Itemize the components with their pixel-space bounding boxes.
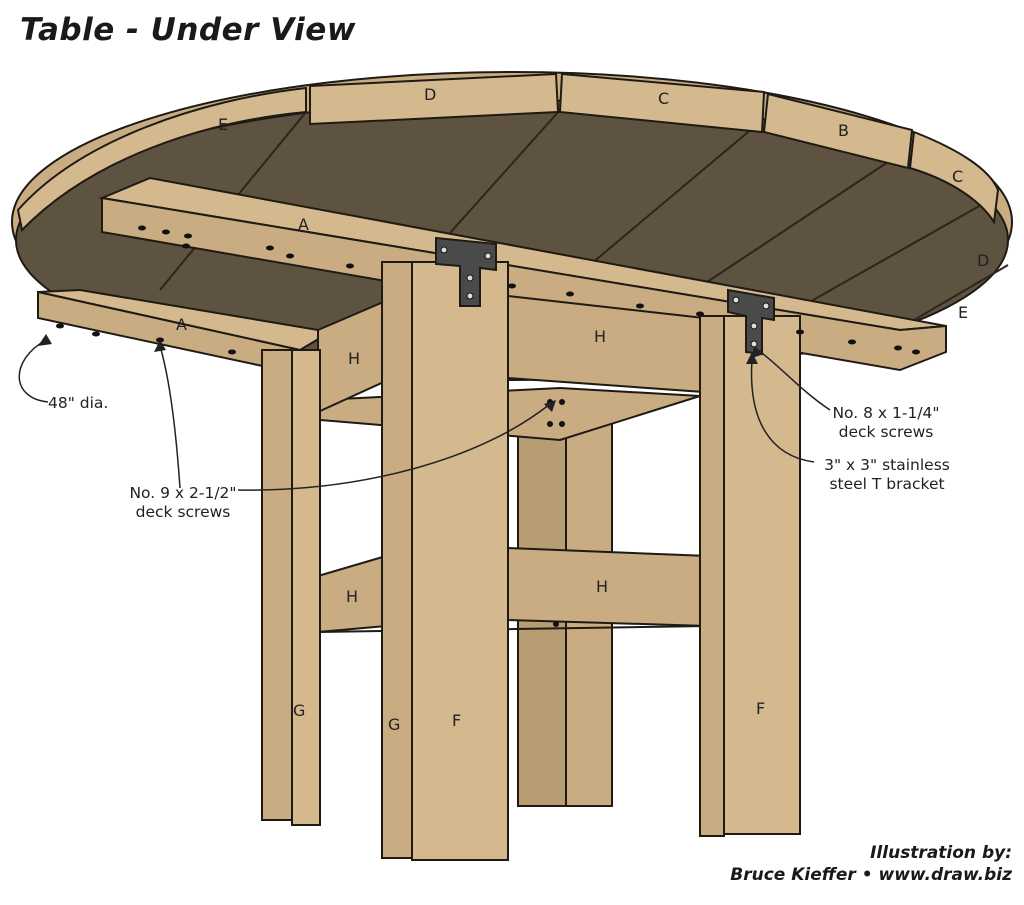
credit-line: Illustration by: — [870, 843, 1012, 863]
leader-screws-large-b — [159, 345, 181, 489]
part-label: H — [348, 349, 360, 368]
callout-line: No. 8 x 1-1/4" — [832, 404, 940, 422]
callout-line: 3" x 3" stainless — [824, 456, 950, 474]
part-label: G — [293, 701, 305, 720]
rim-band — [309, 72, 560, 126]
leader-arrowheads — [38, 334, 764, 412]
upper-rails — [317, 294, 705, 414]
leg-right-f — [699, 315, 725, 837]
callout-line: No. 9 x 2-1/2" — [129, 484, 237, 502]
part-label: E — [958, 303, 968, 322]
part-label: H — [594, 327, 606, 346]
part-label: F — [452, 711, 461, 730]
credit-line: Bruce Kieffer • www.draw.biz — [730, 865, 1012, 885]
page-title: Table - Under View — [20, 12, 356, 48]
rim-band — [908, 130, 1000, 225]
leg-center-f — [411, 261, 509, 861]
leg-front-left-g-side — [291, 349, 321, 826]
part-label: A — [298, 215, 309, 234]
leg-front-left-g — [261, 349, 293, 821]
front-legs — [261, 261, 801, 861]
part-label: D — [977, 251, 989, 270]
rim-band — [762, 92, 914, 170]
part-label: C — [658, 89, 669, 108]
callout-deck-screws-large: No. 9 x 2-1/2" deck screws — [118, 484, 248, 522]
leader-lines — [18, 339, 831, 491]
leader-diameter — [18, 339, 49, 403]
lower-rails — [317, 546, 709, 634]
part-label: E — [218, 115, 228, 134]
part-label: D — [424, 85, 436, 104]
t-bracket-center — [435, 236, 497, 307]
t-brackets — [435, 236, 775, 356]
callout-diameter: 48" dia. — [48, 394, 108, 413]
rim-band — [558, 72, 766, 134]
callout-t-bracket: 3" x 3" stainless steel T bracket — [812, 456, 962, 494]
rim-band — [16, 86, 307, 233]
part-label: H — [596, 577, 608, 596]
part-label: B — [838, 121, 849, 140]
part-label: H — [346, 587, 358, 606]
callout-diameter-text: 48" dia. — [48, 394, 109, 412]
leg-center-g — [381, 261, 413, 859]
leader-screws-large-a — [237, 403, 551, 491]
part-label: C — [952, 167, 963, 186]
part-label: F — [756, 699, 765, 718]
illustration-credit: Illustration by: Bruce Kieffer • www.dra… — [730, 842, 1012, 886]
leader-bracket — [750, 359, 815, 463]
part-labels: E D C B C D E A A H H H H G G F F — [176, 85, 989, 734]
part-label: A — [176, 315, 187, 334]
callout-line: deck screws — [838, 423, 934, 441]
callout-line: deck screws — [135, 503, 231, 521]
leg-right-f-face — [723, 315, 801, 835]
callout-line: steel T bracket — [829, 475, 945, 493]
inner-rail — [319, 386, 701, 442]
callout-deck-screws-small: No. 8 x 1-1/4" deck screws — [826, 404, 946, 442]
part-label: G — [388, 715, 400, 734]
leader-screws-small — [757, 349, 831, 411]
